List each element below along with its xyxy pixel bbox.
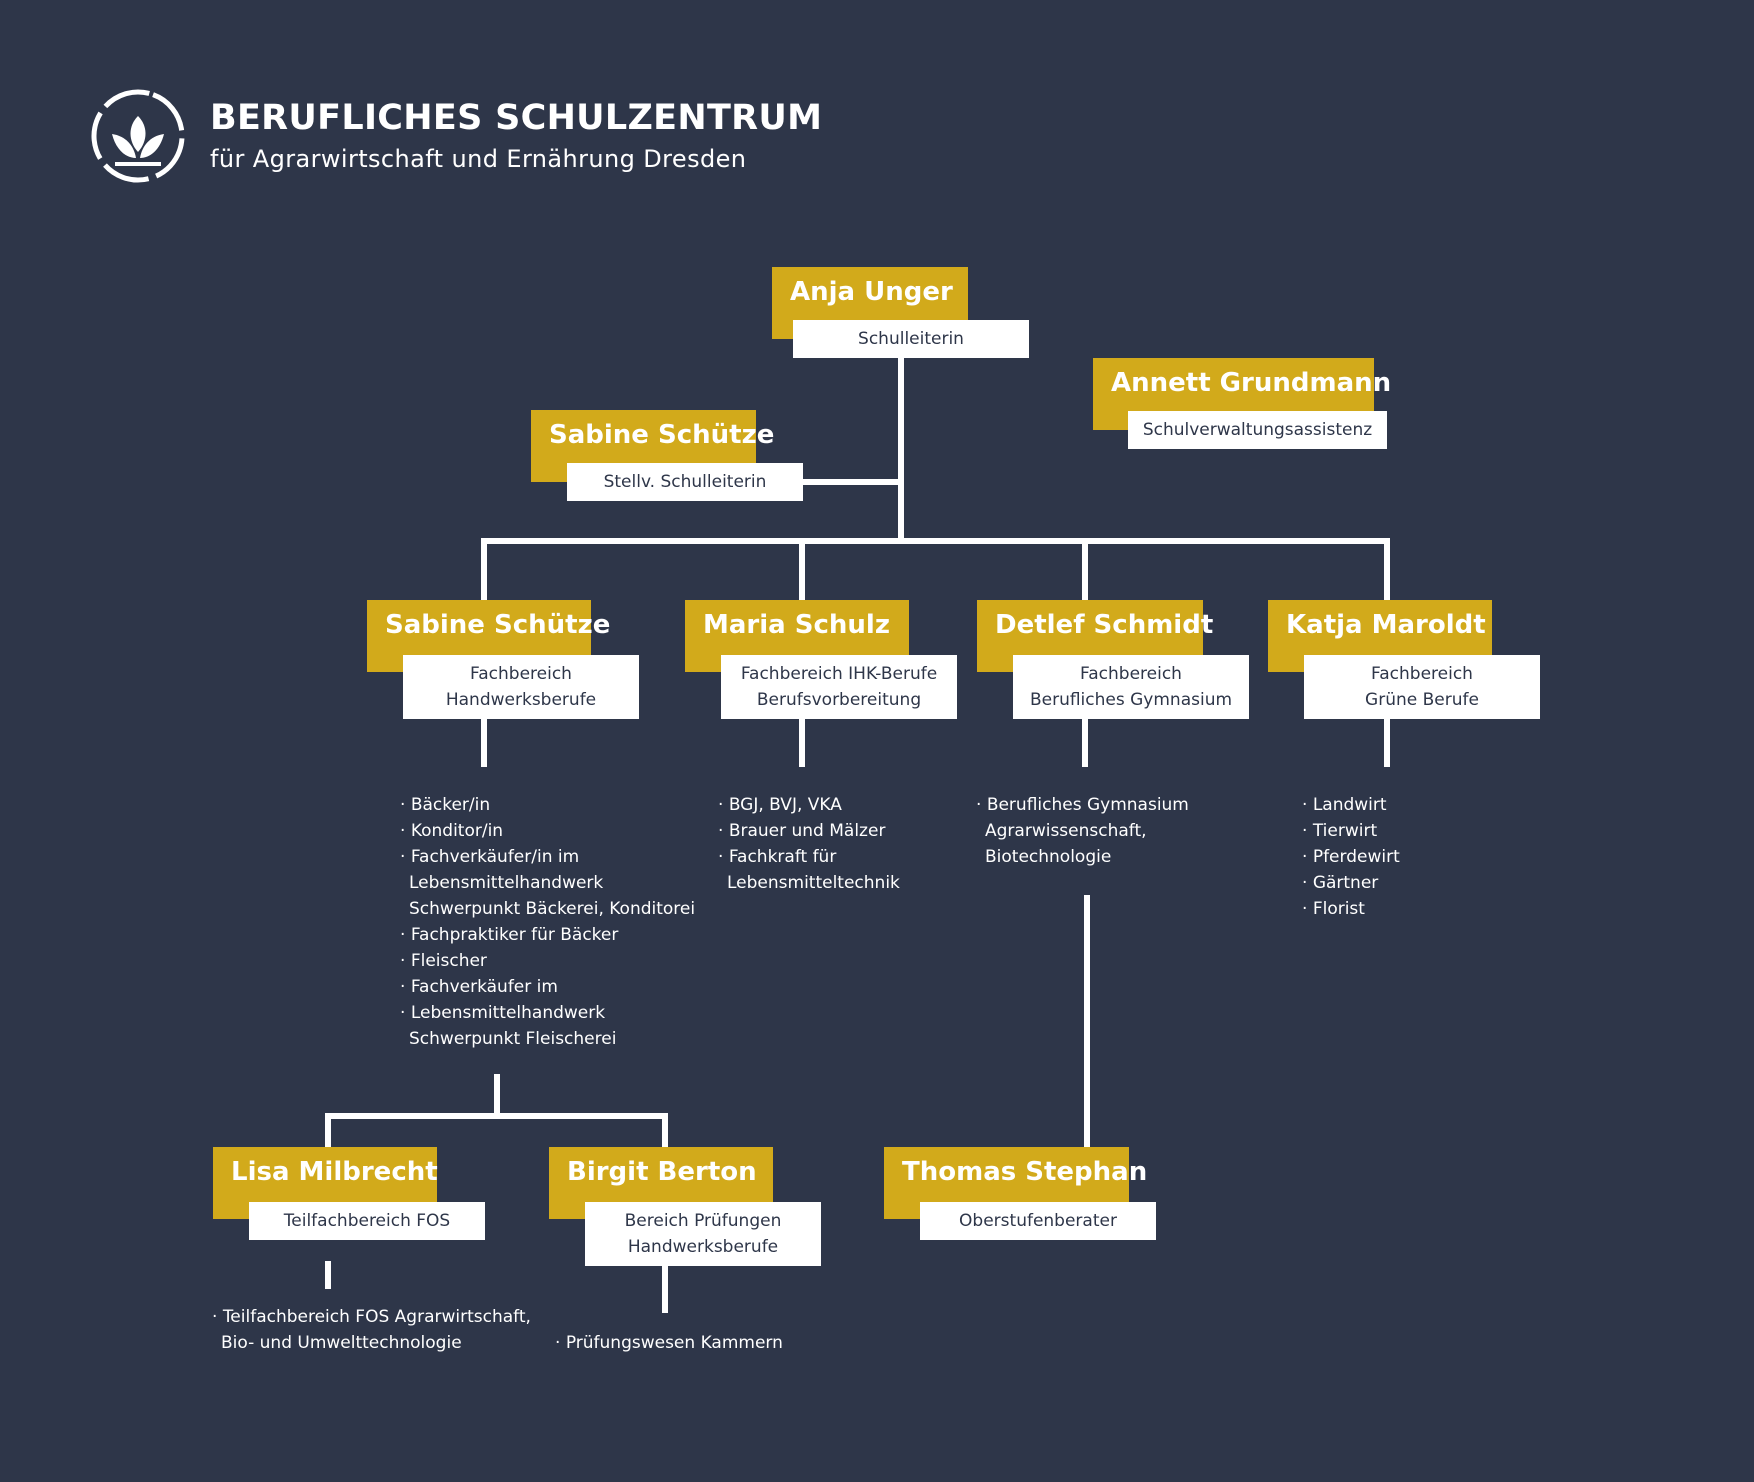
dept3-role-line2: Berufliches Gymnasium [1029,690,1233,710]
dept2-role: Fachbereich IHK-Berufe Berufsvorbereitun… [721,655,957,719]
list-item: Landwirt [1302,792,1502,818]
sub3-role-line: Oberstufenberater [959,1211,1117,1231]
deputy-role-line: Stellv. Schulleiterin [603,472,767,492]
list-item: Pferdewirt [1302,844,1502,870]
dept2-list: BGJ, BVJ, VKA Brauer und Mälzer Fachkraf… [718,792,938,896]
list-item: Teilfachbereich FOS Agrarwirtschaft, Bio… [212,1304,532,1356]
dept3-role: Fachbereich Berufliches Gymnasium [1013,655,1249,719]
list-item: Bäcker/in [400,792,700,818]
list-item: Tierwirt [1302,818,1502,844]
list-item: Gärtner [1302,870,1502,896]
sub2-role-line1: Bereich Prüfungen [624,1211,782,1231]
sub2-role: Bereich Prüfungen Handwerksberufe [585,1202,821,1266]
dept3-list: Berufliches Gymnasium Agrarwissenschaft,… [976,792,1216,870]
dept1-list: Bäcker/in Konditor/in Fachverkäufer/in i… [400,792,700,1052]
principal-role: Schulleiterin [793,320,1029,358]
school-title: BERUFLICHES SCHULZENTRUM [210,98,823,138]
dept2-role-line2: Berufsvorbereitung [756,690,922,710]
list-item: Lebensmittelhandwerk Schwerpunkt Fleisch… [400,1000,700,1052]
list-item: Fachpraktiker für Bäcker [400,922,700,948]
list-item: Fachkraft für Lebensmitteltechnik [718,844,938,896]
principal-role-line: Schulleiterin [858,329,964,349]
list-item: Prüfungswesen Kammern [555,1330,815,1356]
list-item: Fachverkäufer/in im Lebensmittelhandwerk… [400,844,700,922]
school-logo-icon [91,89,185,183]
dept1-role-line2: Handwerksberufe [445,690,597,710]
dept4-role: Fachbereich Grüne Berufe [1304,655,1540,719]
list-item: BGJ, BVJ, VKA [718,792,938,818]
list-item: Fleischer [400,948,700,974]
list-item: Konditor/in [400,818,700,844]
school-subtitle: für Agrarwirtschaft und Ernährung Dresde… [210,145,747,173]
sub2-list: Prüfungswesen Kammern [555,1330,815,1356]
admin-role-line: Schulverwaltungsassistenz [1142,420,1373,440]
list-item: Berufliches Gymnasium Agrarwissenschaft,… [976,792,1216,870]
sub2-role-line2: Handwerksberufe [627,1237,779,1257]
deputy-role: Stellv. Schulleiterin [567,463,803,501]
dept1-role-line1: Fachbereich [470,664,572,684]
dept2-role-line1: Fachbereich IHK-Berufe [740,664,938,684]
dept4-list: Landwirt Tierwirt Pferdewirt Gärtner Flo… [1302,792,1502,922]
list-item: Brauer und Mälzer [718,818,938,844]
dept4-role-line2: Grüne Berufe [1365,690,1479,710]
dept1-role: Fachbereich Handwerksberufe [403,655,639,719]
sub3-role: Oberstufenberater [920,1202,1156,1240]
sub1-list: Teilfachbereich FOS Agrarwirtschaft, Bio… [212,1304,532,1356]
list-item: Florist [1302,896,1502,922]
list-item: Fachverkäufer im [400,974,700,1000]
dept3-role-line1: Fachbereich [1080,664,1182,684]
dept4-role-line1: Fachbereich [1371,664,1473,684]
admin-role: Schulverwaltungsassistenz [1128,411,1387,449]
sub1-role-line: Teilfachbereich FOS [283,1211,451,1231]
sub1-role: Teilfachbereich FOS [249,1202,485,1240]
